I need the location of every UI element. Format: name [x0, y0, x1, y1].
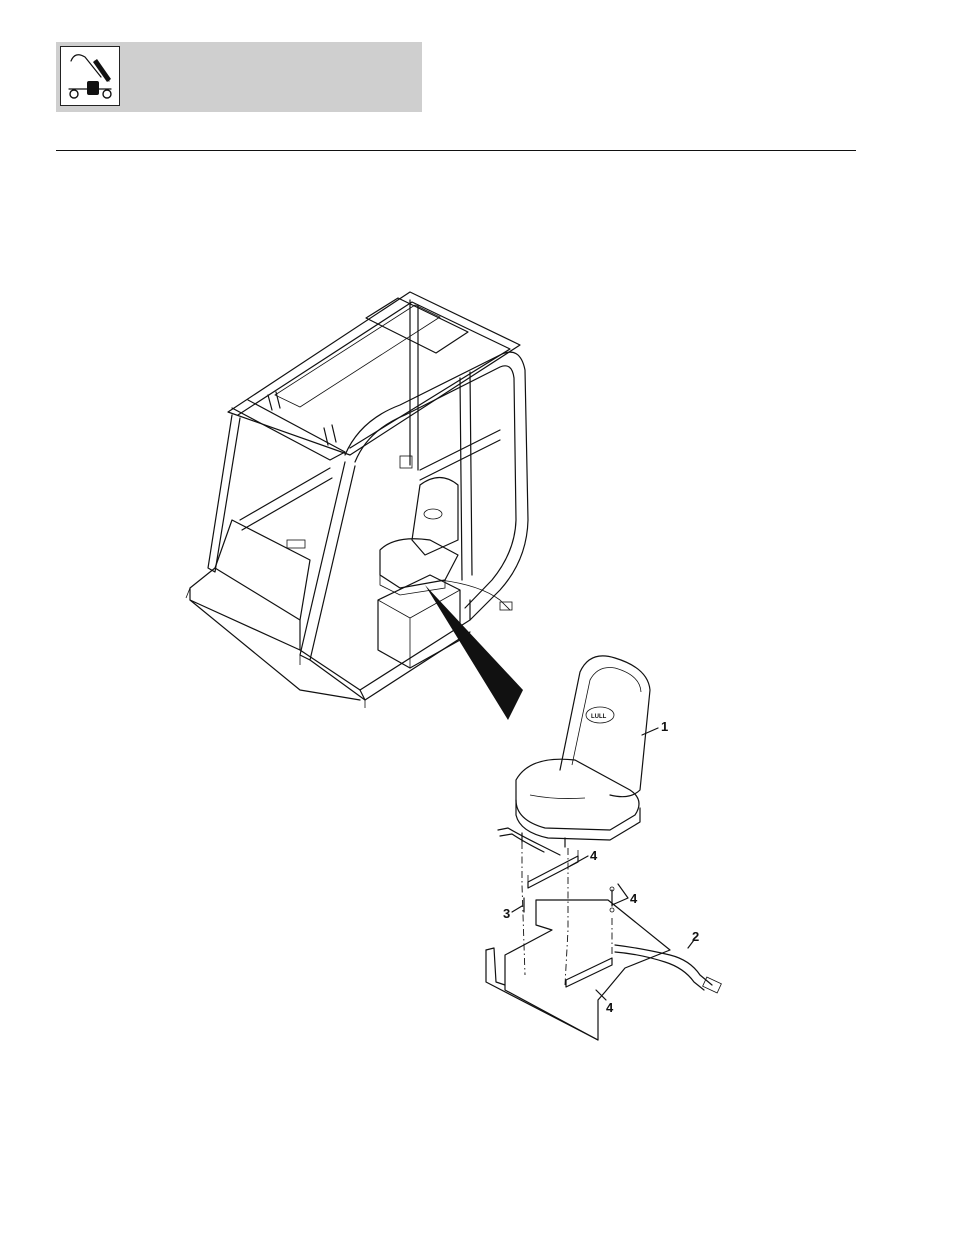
callout-fastener: 4 — [630, 891, 638, 906]
callout-screw: 3 — [503, 906, 510, 921]
callout-bracket-lower: 4 — [606, 1000, 614, 1015]
detail-pointer-wedge — [425, 585, 523, 720]
callout-bracket-upper: 4 — [590, 848, 598, 863]
seat-exploded-view: LULL — [486, 656, 721, 1040]
svg-text:LULL: LULL — [591, 714, 607, 720]
callout-harness: 2 — [692, 929, 699, 944]
callout-seat: 1 — [661, 719, 668, 734]
